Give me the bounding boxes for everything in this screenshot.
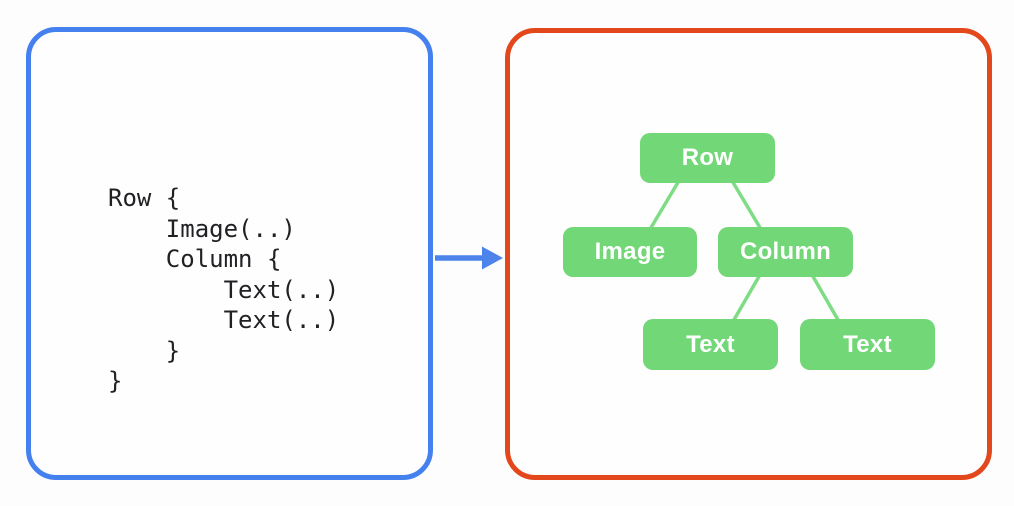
code-line: Column { [108,245,282,273]
code-line: Text(..) [108,275,340,304]
code-panel: Row { Image(..) Column { Text(..) Text(.… [26,27,433,480]
tree-node-label: Text [686,330,735,358]
code-line: } [108,367,123,395]
tree-node-label: Row [681,144,734,171]
tree-node-image: Image [563,227,697,277]
tree-node-text-1: Text [643,319,778,370]
right-arrow-icon [435,246,503,270]
code-block: Row { Image(..) Column { Text(..) Text(.… [108,183,339,397]
tree-node-label: Image [594,238,666,265]
tree-node-column: Column [718,227,853,277]
tree-node-label: Text [843,330,892,358]
tree-node-text-2: Text [800,319,935,370]
tree-node-row: Row [640,133,775,183]
code-line: Text(..) [108,306,340,334]
code-line: Image(..) [108,214,296,243]
code-line: Row { [108,184,181,212]
tree-node-label: Column [739,238,832,265]
code-line: } [108,336,181,365]
